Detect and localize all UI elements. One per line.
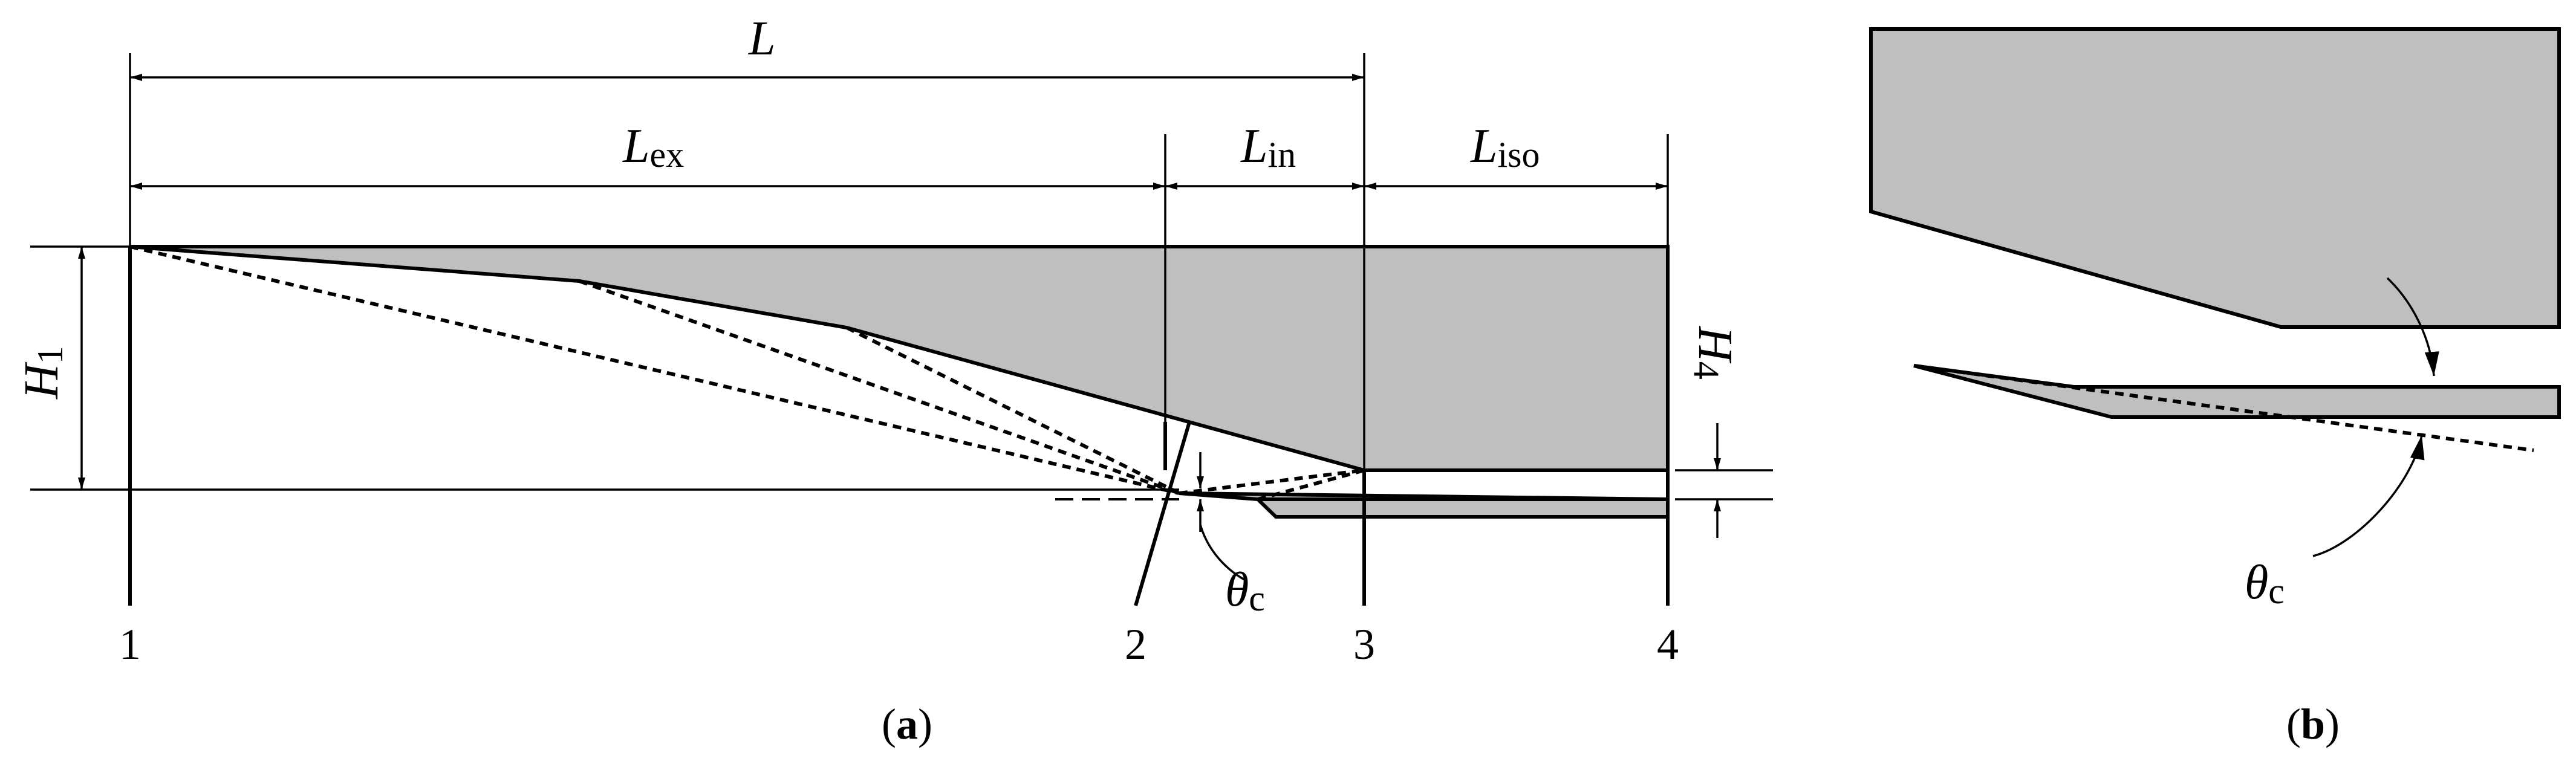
cowl-lip: [1179, 491, 1670, 519]
detail-arrow-top: [2386, 277, 2439, 377]
caption-b: (b): [2286, 700, 2340, 748]
detail-arrow-bottom: [2312, 435, 2425, 557]
detail-ramp-body: [1869, 27, 2561, 329]
label-Lex: Lex: [622, 120, 684, 175]
station-label-1: 1: [119, 620, 141, 669]
station-label-2: 2: [1125, 620, 1147, 669]
station-line-2-oblique: [1134, 421, 1191, 606]
detail-shock-ray: [1913, 364, 2534, 452]
label-theta-c-b: θc: [2245, 556, 2285, 611]
panel-b: θc (b): [1869, 27, 2561, 748]
detail-ramp-edge: [1870, 210, 2282, 329]
label-L: L: [748, 12, 776, 65]
station-label-4: 4: [1657, 620, 1679, 669]
shock-rays: [129, 245, 1365, 501]
label-theta-c-a: θc: [1225, 563, 1265, 618]
panel-a: L Lex Lin Liso H1 H4 θc 1 2 3 4 (a): [15, 12, 1773, 748]
label-H4: H4: [1686, 326, 1742, 380]
compression-ramp-body: [129, 245, 1670, 472]
label-Lin: Lin: [1240, 120, 1296, 175]
label-Liso: Liso: [1470, 120, 1540, 175]
caption-a: (a): [882, 700, 932, 748]
angle-leader: [1199, 524, 1246, 581]
label-H1: H1: [15, 346, 70, 400]
station-label-3: 3: [1353, 620, 1375, 669]
